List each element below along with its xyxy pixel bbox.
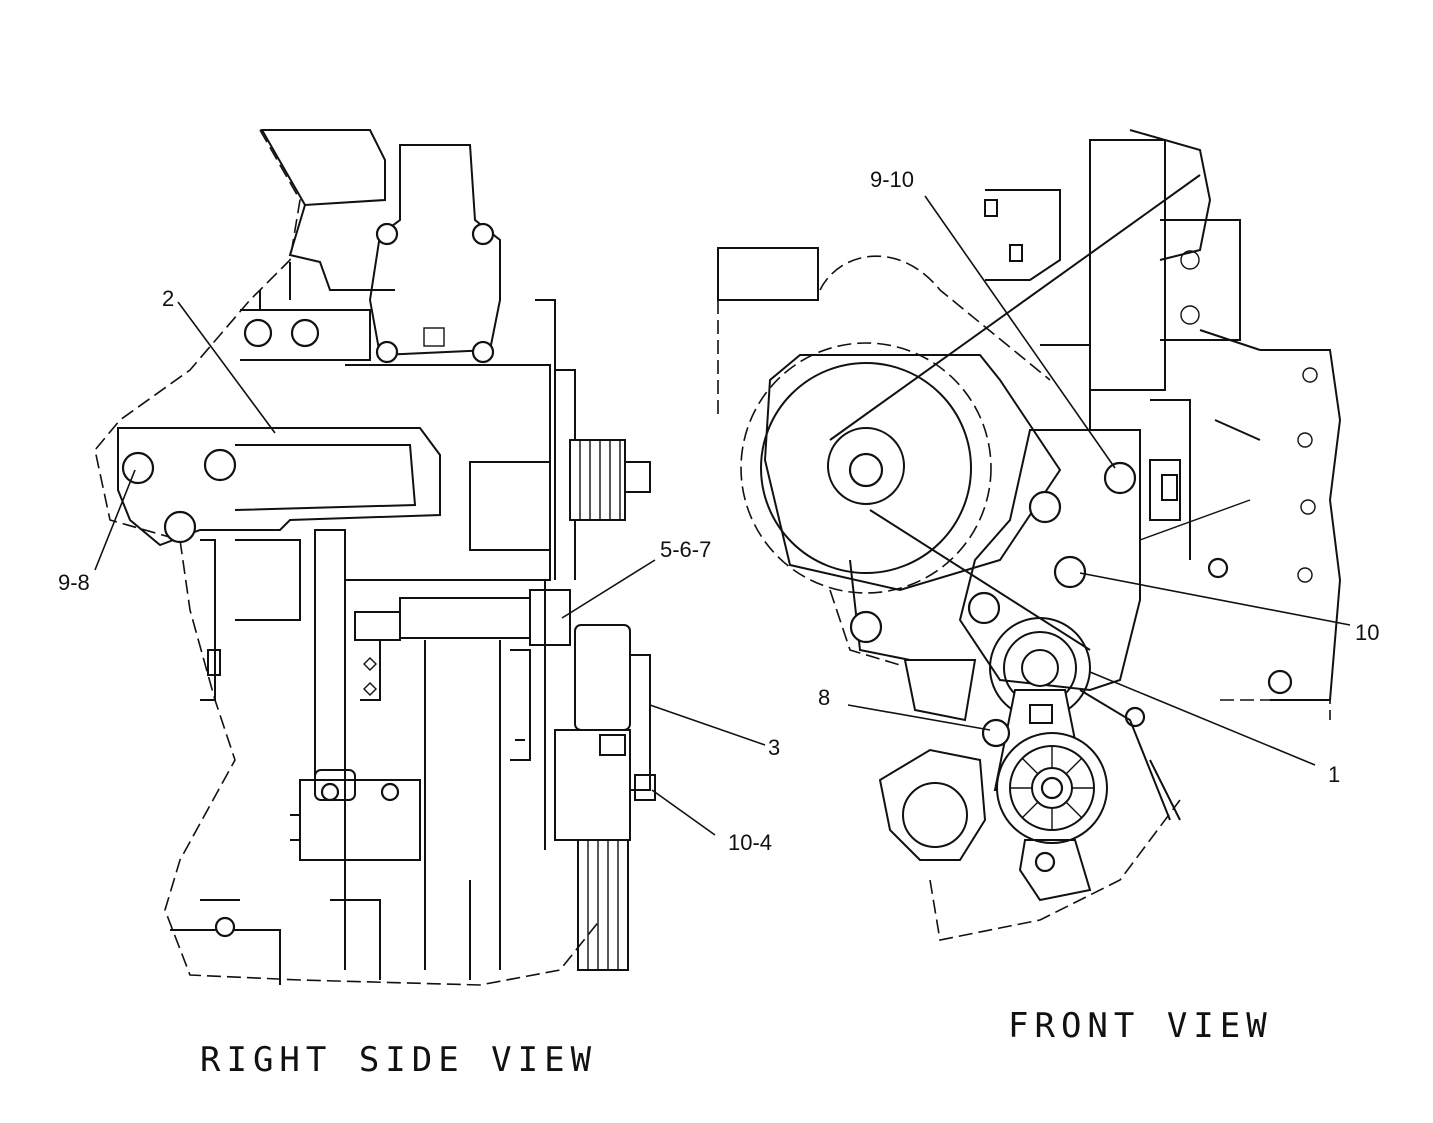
bolt-icon <box>243 318 273 348</box>
belt-ribs <box>577 839 629 971</box>
bolt-icon <box>203 448 237 482</box>
bolt-icon <box>1267 669 1293 695</box>
bolt-icon <box>163 510 197 544</box>
bolt-icon <box>380 782 400 802</box>
bolt-icon <box>320 782 340 802</box>
callout-5-6-7: 5-6-7 <box>660 537 711 562</box>
callout-9-8: 9-8 <box>58 570 90 595</box>
front-view-leaders <box>847 195 1351 766</box>
bolt-icon <box>214 916 236 938</box>
bolt-icon <box>848 452 884 488</box>
right-side-view-drawing <box>94 129 656 986</box>
pulley-grooves <box>579 440 621 520</box>
callout-10-4: 10-4 <box>728 830 772 855</box>
bolt-icon <box>1103 461 1137 495</box>
bolt-icon <box>1040 776 1064 800</box>
bolt-icon <box>1207 557 1229 579</box>
callout-3: 3 <box>768 735 780 760</box>
bolt-icon <box>471 340 495 364</box>
bolt-icon <box>849 610 883 644</box>
bolt-icon <box>981 718 1011 748</box>
bolt-icon <box>1053 555 1087 589</box>
callout-10: 10 <box>1355 620 1379 645</box>
bolt-icon <box>1034 851 1056 873</box>
front-view-drawing <box>717 129 1342 941</box>
bolt-icon <box>471 222 495 246</box>
right-side-leaders <box>94 301 766 836</box>
callout-1: 1 <box>1328 762 1340 787</box>
right-side-view-title: RIGHT SIDE VIEW <box>200 1040 597 1080</box>
callout-8: 8 <box>818 685 830 710</box>
front-view-title: FRONT VIEW <box>1008 1006 1273 1046</box>
bolt-icon <box>1124 706 1146 728</box>
bolt-icon <box>1028 490 1062 524</box>
bolt-icon <box>290 318 320 348</box>
bolt-icon <box>375 340 399 364</box>
callout-2: 2 <box>162 286 174 311</box>
bolt-icon <box>375 222 399 246</box>
bolt-icon <box>967 591 1001 625</box>
bolt-icon <box>121 451 155 485</box>
callout-9-10: 9-10 <box>870 167 914 192</box>
